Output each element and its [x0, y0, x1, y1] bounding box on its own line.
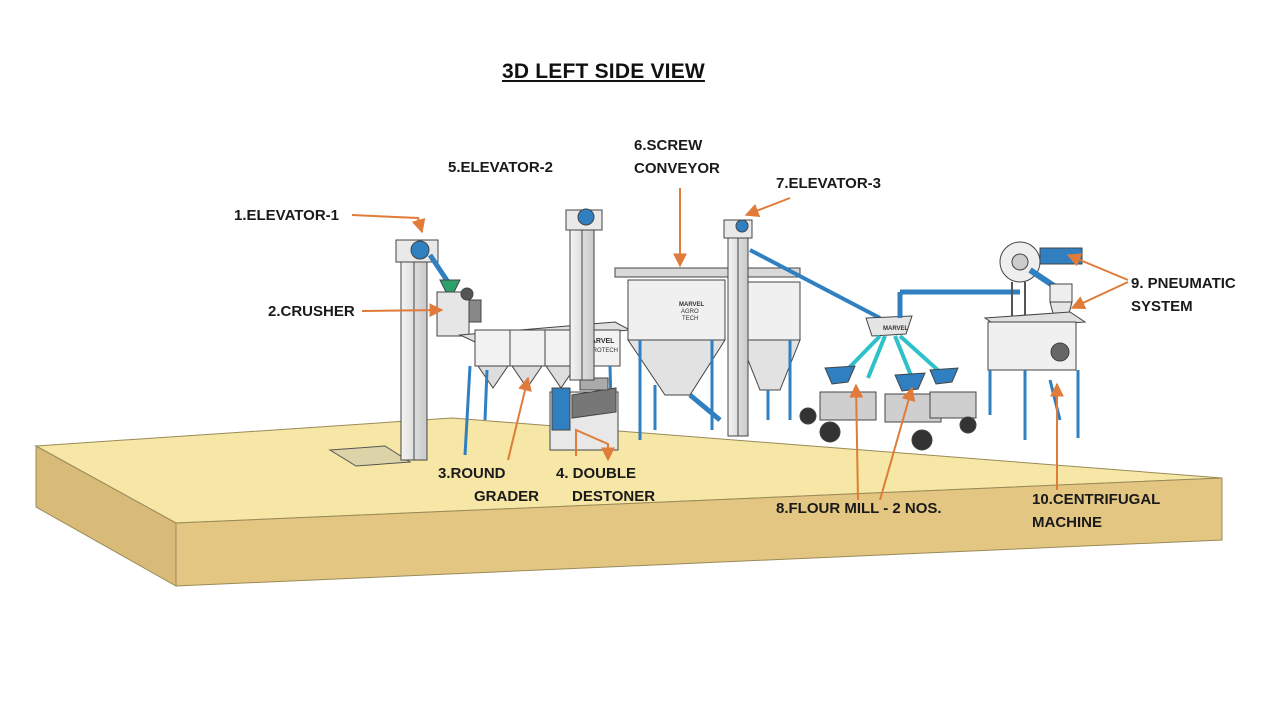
centrifugal-machine: [983, 311, 1087, 440]
label-pneumatic-system-line1: 9. PNEUMATIC: [1131, 275, 1236, 292]
label-screw-conveyor-line1: 6.SCREW: [634, 137, 703, 154]
arrow-elevator-3: [744, 197, 791, 217]
flour-mill: MARVEL: [799, 289, 1020, 451]
label-centrifugal-machine: 10.CENTRIFUGAL MACHINE: [1032, 488, 1160, 534]
round-grader: MARVEL AGROTECH: [458, 321, 632, 456]
arrow-flour-mill-2: [879, 386, 916, 501]
elevator-3: [723, 219, 881, 437]
elevator-2: [565, 208, 603, 381]
callout-arrows: [351, 188, 1129, 501]
crusher: [436, 279, 482, 337]
label-flour-mill: 8.FLOUR MILL - 2 NOS.: [776, 500, 942, 517]
grader-brand-line2: AGROTECH: [584, 348, 618, 354]
label-crusher: 2.CRUSHER: [268, 303, 355, 320]
label-double-destoner-line1: 4. DOUBLE: [556, 465, 637, 482]
arrow-double-destoner: [575, 428, 615, 462]
label-elevator-3: 7.ELEVATOR-3: [776, 175, 882, 192]
silo-brand-line3: TECH: [682, 316, 698, 322]
label-double-destoner-line2: DESTONER: [572, 488, 656, 505]
grader-brand-line1: MARVEL: [585, 338, 615, 345]
arrow-crusher: [361, 303, 444, 318]
silo-brand-line1: MARVEL: [679, 302, 705, 308]
page-title: 3D LEFT SIDE VIEW: [502, 60, 705, 83]
arrow-flour-mill-1: [849, 383, 864, 501]
label-round-grader-line2: GRADER: [474, 488, 540, 505]
label-double-destoner: 4. DOUBLE DESTONER: [556, 462, 655, 508]
label-screw-conveyor: 6.SCREW CONVEYOR: [634, 134, 720, 180]
arrow-round-grader: [507, 376, 532, 461]
silo-brand-line2: AGRO: [681, 309, 699, 315]
label-pneumatic-system: 9. PNEUMATIC SYSTEM: [1131, 272, 1236, 318]
base-platform: [34, 417, 1223, 587]
label-screw-conveyor-line2: CONVEYOR: [634, 160, 720, 177]
arrow-pneumatic-1: [1066, 253, 1129, 281]
hopper-brand: MARVEL: [883, 326, 909, 332]
elevator-pit: [328, 445, 412, 467]
label-centrifugal-machine-line1: 10.CENTRIFUGAL: [1032, 491, 1161, 508]
label-elevator-1: 1.ELEVATOR-1: [234, 207, 340, 224]
pneumatic-system: [999, 241, 1083, 333]
base-side: [35, 445, 177, 587]
label-centrifugal-machine-line2: MACHINE: [1032, 514, 1102, 531]
label-round-grader-line1: 3.ROUND: [438, 465, 506, 482]
double-destoner: [549, 377, 619, 451]
label-pneumatic-system-line2: SYSTEM: [1131, 298, 1193, 315]
label-elevator-2: 5.ELEVATOR-2: [448, 159, 554, 176]
screw-conveyor: MARVEL AGRO TECH: [614, 267, 801, 440]
arrow-elevator-1: [351, 214, 426, 234]
elevator-1: [395, 239, 453, 461]
arrow-pneumatic-2: [1070, 281, 1129, 310]
label-round-grader: 3.ROUND GRADER: [438, 462, 539, 508]
